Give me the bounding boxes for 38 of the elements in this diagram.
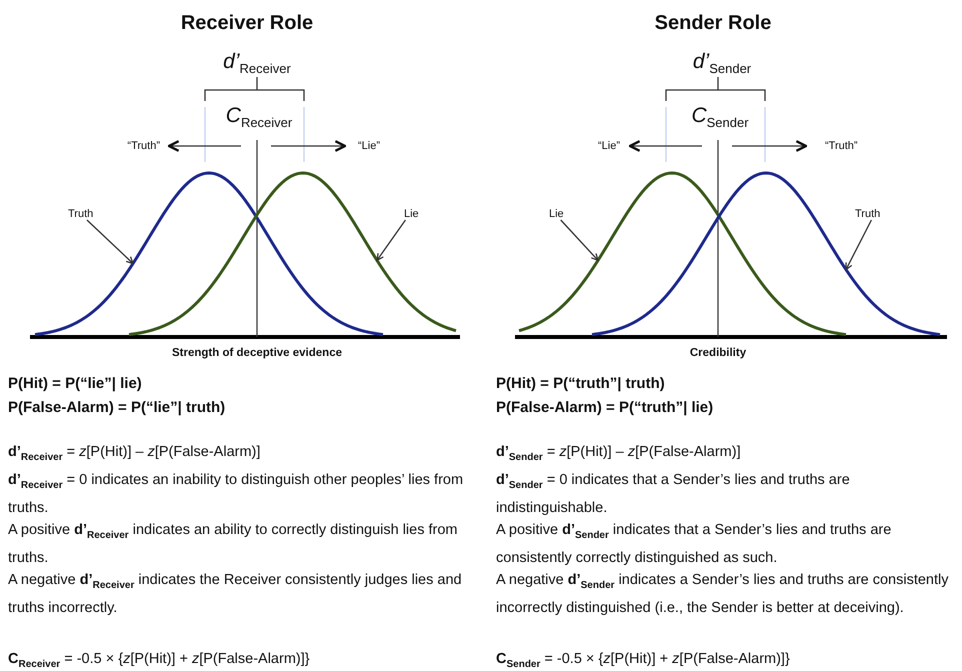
- response-label: “Truth”: [825, 140, 858, 153]
- d-prime-label: d’$_{Receiver}$: [223, 50, 291, 78]
- panel-title: Sender Role: [654, 12, 772, 35]
- panel-title: Receiver Role: [180, 12, 314, 35]
- leader-arrow: [376, 220, 406, 261]
- formula: d’$_{Receiver}$ = z[P(Hit)] – z[P(False-Alarm)]: [8, 443, 262, 465]
- curve-label: Truth: [855, 208, 880, 220]
- leader-arrow: [845, 220, 872, 270]
- distribution-curve: [34, 172, 384, 336]
- formula: C$_{Sender}$ = -0.5 × {z[P(Hit)] + z[P(False-Alarm)]}: [496, 650, 790, 671]
- curve-label: Lie: [404, 208, 419, 220]
- description: d’$_{Receiver}$ = 0 indicates an inability to distinguish other peoples’ lies from truths.: [8, 470, 464, 518]
- curve-label: Lie: [549, 208, 564, 220]
- distribution-curve: [592, 172, 940, 336]
- curve-label: Truth: [68, 208, 94, 220]
- response-label: “Lie”: [598, 140, 620, 153]
- leader-arrow: [86, 220, 134, 264]
- formula: P(False-Alarm) = P(“truth”| lie): [496, 398, 714, 418]
- axis-label: Credibility: [690, 347, 746, 360]
- formula: P(False-Alarm) = P(“lie”| truth): [8, 398, 226, 418]
- description: A negative d’$_{Receiver}$ indicates the Receiver consistently judges lies and truths incorrectly.: [8, 570, 463, 618]
- formula: d’$_{Sender}$ = z[P(Hit)] – z[P(False-Alarm)]: [496, 443, 742, 465]
- description: A negative d’$_{Sender}$ indicates a Sender’s lies and truths are consistently incorrectly distinguished (i.e., the Sender is better at deceiving).: [496, 570, 950, 618]
- response-label: “Lie”: [358, 140, 380, 153]
- description: d’$_{Sender}$ = 0 indicates that a Sender’s lies and truths are indistinguishable.: [496, 470, 851, 518]
- formula: P(Hit) = P(“truth”| truth): [496, 374, 666, 394]
- description: A positive d’$_{Receiver}$ indicates an ability to correctly distinguish lies from truths.: [8, 520, 458, 568]
- distribution-curve: [128, 172, 456, 336]
- criterion-label: C$_{Receiver}$: [226, 104, 292, 132]
- description: A positive d’$_{Sender}$ indicates that a Sender’s lies and truths are consistently correctly distinguished as such.: [496, 520, 892, 568]
- axis-label: Strength of deceptive evidence: [172, 347, 342, 360]
- criterion-label: C$_{Sender}$: [691, 104, 749, 132]
- leader-arrow: [560, 220, 599, 261]
- d-prime-label: d’$_{Sender}$: [692, 50, 752, 78]
- distribution-curve: [518, 172, 846, 336]
- formula: C$_{Receiver}$ = -0.5 × {z[P(Hit)] + z[P(False-Alarm)]}: [8, 650, 310, 671]
- formula: P(Hit) = P(“lie”| lie): [8, 374, 143, 394]
- response-label: “Truth”: [127, 140, 160, 153]
